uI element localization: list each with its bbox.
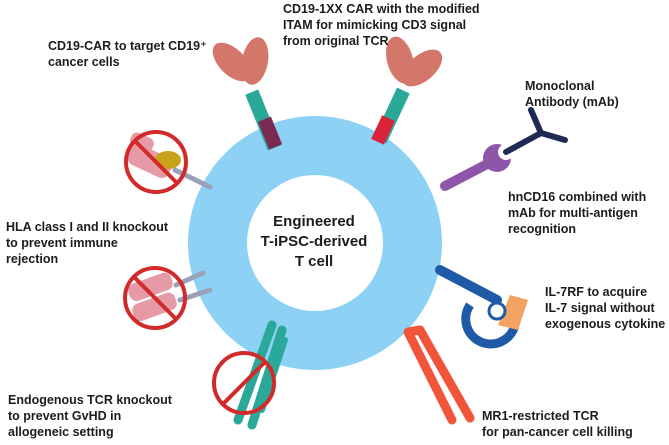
knockout-icon — [212, 351, 276, 415]
knockout-icon — [123, 266, 187, 330]
il7rf-icon — [435, 265, 528, 349]
label-cd19-1xx-car: CD19-1XX CAR with the modified ITAM for … — [283, 2, 480, 48]
label-hncd16: hnCD16 combined with mAb for multi-antig… — [508, 190, 647, 236]
cell-nucleus — [247, 175, 383, 311]
label-mr1-tcr: MR1-restricted TCR for pan-cancer cell k… — [482, 409, 633, 439]
label-hla-knockout: HLA class I and II knockout to prevent i… — [6, 220, 169, 266]
center-line-1: Engineered — [273, 213, 355, 230]
knockout-icon — [124, 130, 188, 194]
label-il7rf: IL-7RF to acquire IL-7 signal without ex… — [545, 285, 666, 331]
hncd16-mab-icon — [440, 107, 568, 191]
label-endogenous-tcr: Endogenous TCR knockout to prevent GvHD … — [8, 393, 172, 439]
mr1-tcr-icon — [403, 325, 475, 425]
label-mab: Monoclonal Antibody (mAb) — [525, 79, 619, 109]
center-line-2: T-iPSC-derived — [260, 233, 368, 250]
label-cd19-car: CD19-CAR to target CD19⁺ cancer cells — [48, 39, 207, 69]
cd19-car-icon — [212, 37, 283, 151]
cd19-1xx-car-icon — [371, 36, 443, 145]
center-line-3: T cell — [294, 253, 334, 270]
center-label: Engineered T-iPSC-derived T cell — [254, 212, 374, 272]
